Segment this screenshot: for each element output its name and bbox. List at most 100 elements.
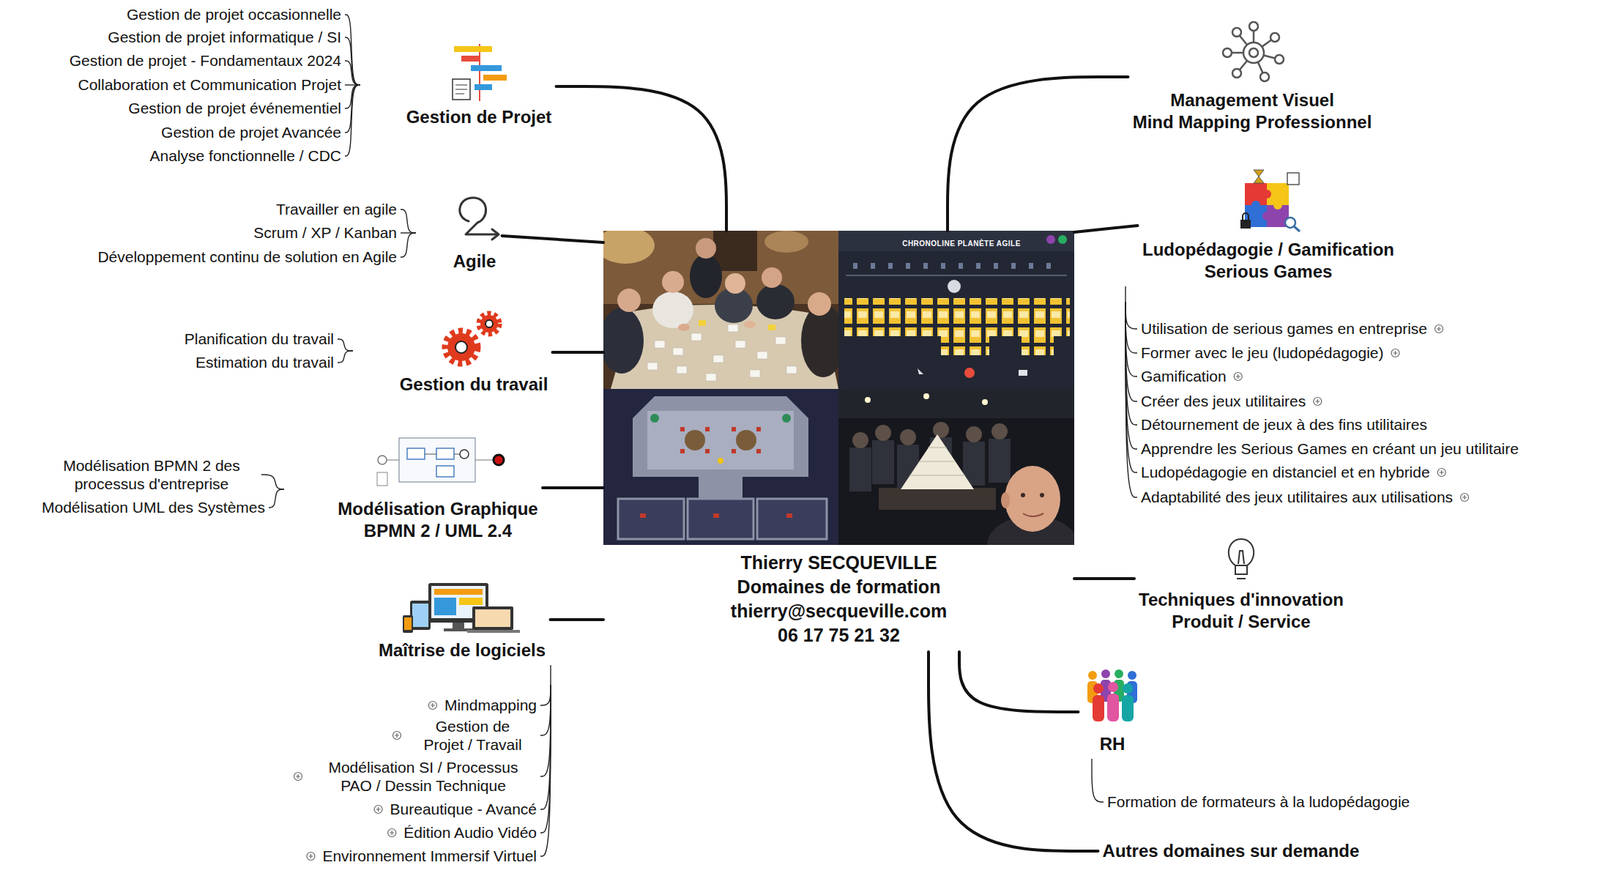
topic-text: Management Visuel (1128, 89, 1377, 112)
group-photo (852, 432, 869, 449)
topic-text: Gestion de Projet (402, 106, 557, 129)
branch-connector (552, 350, 605, 354)
gantt-icon (455, 89, 468, 91)
screen-title: CHRONOLINE PLANÈTE AGILE (902, 239, 1021, 249)
gantt-icon (452, 43, 507, 102)
edge-layer (502, 76, 1138, 851)
screen-photo (1018, 369, 1028, 376)
bracket-line (1125, 301, 1138, 402)
branch-connector (1074, 577, 1135, 580)
expand-symbol (430, 702, 435, 708)
screen-photo (976, 262, 981, 269)
hub-icon (1232, 68, 1242, 78)
group-photo (838, 388, 1075, 419)
devices-icon (410, 600, 431, 630)
virtual-map (713, 513, 720, 518)
puzzle-icon (1240, 219, 1251, 229)
group-photo (981, 399, 988, 405)
topic-text: Agile (447, 250, 503, 273)
expand-symbol (294, 772, 303, 781)
central-text: Domaines de formation (603, 574, 1075, 599)
bracket-line (344, 84, 361, 133)
screen-photo (923, 262, 928, 269)
gantt-icon (478, 43, 481, 102)
bracket-line (1124, 286, 1126, 302)
screen-photo (940, 336, 990, 356)
workshop-photo (705, 373, 717, 381)
subtopic-text: Gestion de projet Avancée (161, 123, 342, 142)
subtopic-text: Développement continu de solution en Agi… (97, 247, 397, 266)
workshop-photo (617, 288, 641, 312)
gears-icon (485, 320, 493, 328)
screen-photo (993, 262, 999, 269)
subtopic-text: Modélisation SI / Processus PAO / Dessin… (309, 757, 537, 795)
group-photo (864, 396, 871, 403)
people-icon (1107, 681, 1119, 692)
hub-icon (1260, 72, 1270, 82)
group-photo (838, 388, 1075, 545)
virtual-map (731, 426, 736, 432)
virtual-map (705, 426, 710, 432)
branch-connector (947, 76, 1129, 231)
topic-text: Modélisation Graphique (333, 497, 543, 520)
topic-text: Autres domaines sur demande (1098, 839, 1365, 862)
devices-icon (434, 588, 483, 595)
workshop-photo (647, 362, 658, 370)
group-photo (1004, 465, 1061, 532)
bracket-line (337, 339, 353, 351)
expand-symbol (389, 830, 394, 835)
screen-photo (958, 262, 963, 269)
people-icon (1087, 669, 1138, 722)
workshop-photo (727, 324, 739, 332)
people-icon (1088, 670, 1097, 680)
screen-photo (838, 230, 1075, 389)
bracket-line (1125, 301, 1138, 498)
people-icon (1122, 683, 1133, 694)
workshop-photo (691, 333, 702, 341)
devices-icon (434, 597, 457, 616)
group-photo (988, 438, 1011, 483)
expand-symbol (428, 701, 437, 710)
group-photo (932, 421, 950, 438)
virtual-map (640, 513, 793, 518)
group-photo (1022, 513, 1044, 517)
expand-symbol (1315, 399, 1320, 404)
gears-icon (447, 333, 476, 362)
workshop-photo (775, 336, 786, 345)
screen-photo (917, 368, 924, 375)
subtopic-text: Adaptabilité des jeux utilitaires aux ut… (1140, 487, 1453, 506)
group-photo (909, 447, 966, 476)
devices-icon (412, 603, 429, 627)
workshop-photo (761, 267, 783, 288)
devices-icon (402, 615, 413, 633)
bracket-line (344, 37, 361, 85)
group-photo (1020, 492, 1026, 498)
group-photo (923, 393, 930, 400)
gantt-icon (455, 84, 468, 86)
workshop-photo (713, 355, 724, 363)
screen-photo (940, 262, 946, 269)
screen-photo (964, 367, 975, 378)
bpmn-icon (386, 459, 400, 461)
bracket-line (1125, 301, 1138, 377)
expand-symbol (1236, 374, 1241, 379)
people-icon (1107, 681, 1119, 722)
subtopic-text: Gestion de Projet / Travail (408, 716, 537, 754)
bracket-layer (261, 14, 1469, 861)
devices-icon (404, 617, 412, 630)
subtopic-text: Modélisation BPMN 2 des processus d'entr… (45, 456, 258, 493)
people-icon (1093, 683, 1104, 694)
screen-photo (844, 298, 1070, 337)
screen-photo (905, 262, 911, 269)
bracket-line (540, 684, 551, 857)
bulb-icon (1228, 538, 1254, 579)
devices-icon (472, 606, 514, 630)
virtual-map (756, 426, 761, 432)
branch-connector (542, 486, 604, 490)
expand-symbol (1462, 495, 1467, 500)
bracket-line (1125, 301, 1138, 449)
puzzle-icon (1253, 169, 1264, 184)
central-topic: Thierry SECQUEVILLEDomaines de formation… (603, 230, 1075, 652)
bpmn-icon (454, 454, 460, 455)
